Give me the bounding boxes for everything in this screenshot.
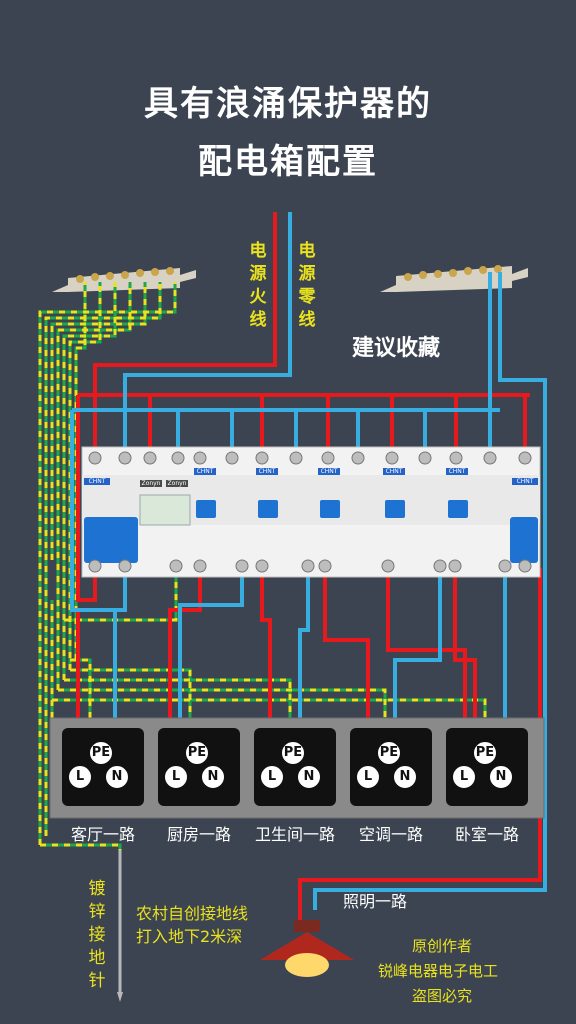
grounding-note-line2: 打入地下2米深 — [136, 927, 243, 946]
live-terminal: L — [163, 764, 189, 790]
credit-line3: 盗图必究 — [412, 987, 473, 1005]
breaker-brand-3: CHNT — [318, 468, 340, 475]
credit-line1: 原创作者 — [412, 937, 473, 955]
neutral-supply-label: 电源零线 — [298, 241, 316, 330]
credit-line2: 锐峰电器电子电工 — [378, 962, 499, 980]
breaker-panel — [81, 446, 541, 578]
ground-rod — [117, 850, 123, 1002]
bookmark-hint: 建议收藏 — [352, 336, 441, 361]
breaker-brand-1: CHNT — [194, 468, 216, 475]
pe-terminal: PE — [184, 740, 210, 766]
pe-terminal: PE — [376, 740, 402, 766]
circuit-label-living-room: 客厅一路 — [70, 825, 135, 844]
breaker-brand-5: CHNT — [446, 468, 468, 475]
lighting-circuit-label: 照明一路 — [343, 892, 408, 911]
live-terminal: L — [451, 764, 477, 790]
neutral-wires — [70, 212, 547, 910]
live-terminal: L — [67, 764, 93, 790]
neutral-terminal: N — [104, 764, 130, 790]
live-supply-label: 电源火线 — [249, 241, 267, 330]
neutral-terminal: N — [296, 764, 322, 790]
circuit-label-kitchen: 厨房一路 — [166, 825, 231, 844]
diagram-title: 具有浪涌保护器的 — [144, 84, 432, 124]
ground-rod-label: 镀锌接地针 — [88, 879, 106, 991]
grounding-note-line1: 农村自创接地线 — [136, 904, 249, 923]
neutral-bus-bar — [380, 265, 528, 292]
pe-terminal: PE — [280, 740, 306, 766]
main-breaker-brand: CHNT — [84, 478, 110, 485]
neutral-terminal: N — [200, 764, 226, 790]
spd-brand-2: Zonyn — [166, 480, 188, 487]
diagram-subtitle: 配电箱配置 — [198, 142, 378, 182]
breaker-brand-2: CHNT — [256, 468, 278, 475]
circuit-label-air-conditioner: 空调一路 — [358, 825, 423, 844]
breaker-brand-4: CHNT — [383, 468, 405, 475]
spd-brand-1: Zonyn — [140, 480, 162, 487]
circuit-label-bathroom: 卫生间一路 — [254, 825, 335, 844]
live-terminal: L — [355, 764, 381, 790]
pe-terminal: PE — [472, 740, 498, 766]
live-terminal: L — [259, 764, 285, 790]
neutral-terminal: N — [392, 764, 418, 790]
neutral-terminal: N — [488, 764, 514, 790]
lamp — [260, 910, 354, 977]
circuit-label-bedroom: 卧室一路 — [454, 825, 519, 844]
pe-terminal: PE — [88, 740, 114, 766]
lighting-breaker-brand: CHNT — [512, 478, 538, 485]
